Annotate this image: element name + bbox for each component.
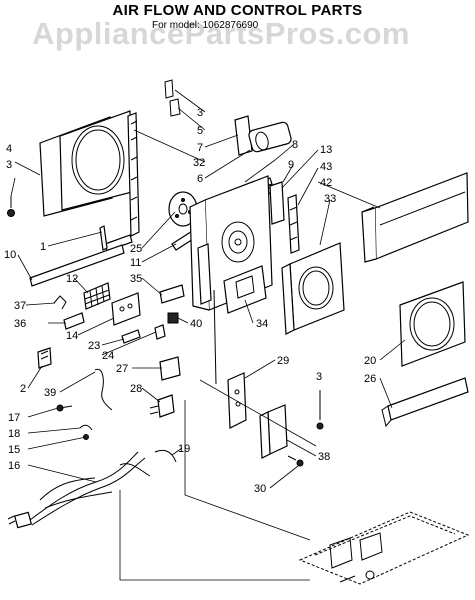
callout-12: 12 xyxy=(66,273,78,285)
part-screws-left xyxy=(56,404,93,440)
part-screw-9 xyxy=(7,196,15,217)
callout-37: 37 xyxy=(14,300,26,312)
callout-26: 26 xyxy=(364,373,376,385)
callout-19: 19 xyxy=(178,443,190,455)
part-nut-40 xyxy=(167,312,179,324)
callout-14: 14 xyxy=(66,330,78,342)
part-bracket-7 xyxy=(234,115,253,156)
callout-27: 27 xyxy=(116,363,128,375)
callout-7: 7 xyxy=(197,142,203,154)
part-coil-26 xyxy=(381,377,469,428)
part-front-grille-panel xyxy=(39,110,133,217)
callout-3: 3 xyxy=(197,107,203,119)
callout-25: 25 xyxy=(130,243,142,255)
callout-40: 40 xyxy=(190,318,202,330)
part-clip-37 xyxy=(53,295,67,310)
callout-10: 10 xyxy=(4,249,16,261)
callout-16: 16 xyxy=(8,460,20,472)
part-strip-32 xyxy=(127,112,140,237)
callout-35: 35 xyxy=(130,273,142,285)
leader-lines xyxy=(10,89,406,581)
callout-34: 34 xyxy=(256,318,268,330)
part-relay-27 xyxy=(159,356,181,381)
watermark: AppliancePartsPros.com xyxy=(32,16,410,51)
callout-38: 38 xyxy=(318,451,330,463)
diagram-title: AIR FLOW AND CONTROL PARTS xyxy=(112,2,363,19)
part-wire-19 xyxy=(154,449,177,463)
callout-17: 17 xyxy=(8,412,20,424)
part-switch-28 xyxy=(149,394,175,418)
callout-42: 42 xyxy=(320,177,332,189)
callout-4: 4 xyxy=(6,143,12,155)
callout-5: 5 xyxy=(197,125,203,137)
part-power-cord xyxy=(7,451,151,529)
callout-18: 18 xyxy=(8,428,20,440)
part-panel-14 xyxy=(111,292,141,326)
part-capacitor xyxy=(248,121,292,153)
part-bar-10 xyxy=(29,244,125,287)
callout-3b: 3 xyxy=(6,159,12,171)
callout-1: 1 xyxy=(40,241,46,253)
part-shroud-33 xyxy=(281,242,345,335)
callout-9: 9 xyxy=(288,159,294,171)
callout-29: 29 xyxy=(277,355,289,367)
part-screw-30 xyxy=(287,455,304,467)
part-filter-12 xyxy=(83,282,111,310)
part-box-2 xyxy=(37,347,52,369)
part-label-36 xyxy=(63,312,85,330)
part-bracket-29 xyxy=(227,372,247,429)
callout-39: 39 xyxy=(44,387,56,399)
part-switch-23 xyxy=(121,329,141,344)
callout-2: 2 xyxy=(20,383,26,395)
callout-24: 24 xyxy=(102,350,114,362)
model-number: For model: 1062876690 xyxy=(152,20,259,31)
callout-3c: 3 xyxy=(316,371,322,383)
part-wire-39 xyxy=(94,368,113,411)
part-strip-43 xyxy=(287,194,300,254)
callout-33: 33 xyxy=(324,193,336,205)
callout-labels: 3 5 7 32 6 8 4 3 9 13 43 42 33 1 25 11 1… xyxy=(4,107,376,495)
callout-13: 13 xyxy=(320,144,332,156)
part-label-35 xyxy=(159,284,185,304)
part-plate-34 xyxy=(223,265,267,314)
part-knob-24 xyxy=(154,324,166,340)
callout-36: 36 xyxy=(14,318,26,330)
callout-6: 6 xyxy=(197,173,203,185)
callout-32: 32 xyxy=(193,157,205,169)
part-screw-3 xyxy=(316,390,324,430)
callout-30: 30 xyxy=(254,483,266,495)
part-bracket-38 xyxy=(259,404,288,459)
part-unit-assembly-sketch xyxy=(298,511,470,585)
part-screws-top xyxy=(164,79,181,117)
callout-23: 23 xyxy=(88,340,100,352)
callout-11: 11 xyxy=(130,257,141,269)
callout-8: 8 xyxy=(292,139,298,151)
part-shroud-20 xyxy=(399,281,466,367)
part-duct-42 xyxy=(361,172,469,263)
callout-20: 20 xyxy=(364,355,376,367)
callout-15: 15 xyxy=(8,444,20,456)
callout-28: 28 xyxy=(130,383,142,395)
callout-43: 43 xyxy=(320,161,332,173)
